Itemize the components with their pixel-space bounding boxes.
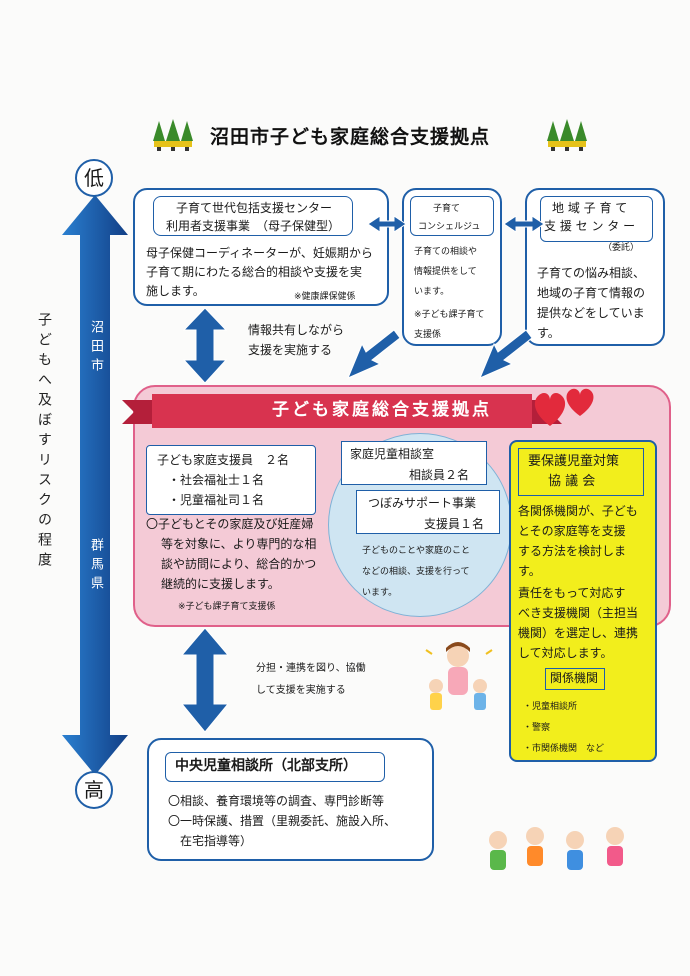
child-guidance-center-title: 中央児童相談所（北部支所） xyxy=(175,758,357,774)
regional-center-body-3: 提供などをしていま xyxy=(537,306,645,320)
regional-center-title xyxy=(540,196,653,242)
council-body-3: する方法を検討しま xyxy=(518,544,627,558)
risk-low-marker: 低 xyxy=(75,159,113,197)
staff-note: ※子ども課子育て支援係 xyxy=(178,602,276,612)
staff-body-4: 継続的に支援します。 xyxy=(161,577,280,591)
child-guidance-center-title-box xyxy=(165,752,385,782)
concierge-title-line1: 子育て xyxy=(433,204,461,214)
concierge-body-3: います。 xyxy=(414,287,450,297)
child-guidance-center-body-2: 〇一時保護、措置（里親委託、施設入所、 xyxy=(168,814,397,828)
council-title-line2: 協 議 会 xyxy=(548,474,596,489)
child-guidance-center-body-3: 在宅指導等） xyxy=(168,834,253,848)
staff-title: 子ども家庭支援員 ２名 xyxy=(157,453,290,467)
concierge-note-2: 支援係 xyxy=(414,330,442,340)
risk-scale-arrow xyxy=(62,195,128,775)
circle-body-2: などの相談、支援を行って xyxy=(362,567,470,577)
tree-logo-right-icon xyxy=(547,119,587,151)
staff-box xyxy=(146,445,316,515)
concierge-title xyxy=(410,196,494,236)
risk-high-marker: 高 xyxy=(75,771,113,809)
cooperate-text-1: 分担・連携を図り、協働 xyxy=(256,663,366,674)
staff-item-2: ・児童福祉司１名 xyxy=(168,493,265,507)
council-body-4: す。 xyxy=(518,564,541,578)
council-body-6: べき支援機関（主担当 xyxy=(518,606,639,620)
tsubomi-line2: 支援員１名 xyxy=(424,517,485,531)
family-illustration-icon xyxy=(425,642,493,710)
childcare-center-title-line1: 子育て世代包括支援センター xyxy=(176,201,333,215)
tsubomi-line1: つぼみサポート事業 xyxy=(368,496,477,510)
hub-banner-ribbon xyxy=(122,394,562,428)
related-label: 関係機関 xyxy=(550,671,599,685)
tsubomi-box xyxy=(356,490,500,534)
staff-item-1: ・社会福祉士１名 xyxy=(168,473,265,487)
family-room-box xyxy=(341,441,487,485)
concierge-body-1: 子育ての相談や xyxy=(414,247,478,257)
share-text-1: 情報共有しながら xyxy=(248,323,345,337)
child-guidance-center-body-1: 〇相談、養育環境等の調査、専門診断等 xyxy=(168,794,385,808)
concierge-note-1: ※子ども課子育て xyxy=(414,310,485,320)
council-body-8: して対応します。 xyxy=(518,646,613,660)
childcare-center-title-line2: 利用者支援事業 （母子保健型） xyxy=(166,219,341,233)
staff-body-3: 談や訪問により、総合的かつ xyxy=(161,557,317,571)
hearts-icon xyxy=(534,388,594,426)
council-title-line1: 要保護児童対策 xyxy=(528,454,620,469)
related-item-3: ・市関係機関 など xyxy=(523,744,605,754)
regional-center-title-line2: 支 援 セ ン タ ー xyxy=(544,219,636,233)
council-body-5: 責任をもって対応す xyxy=(518,586,626,600)
circle-body-3: います。 xyxy=(362,588,398,598)
council-body-2: とその家庭等を支援 xyxy=(518,524,626,538)
childcare-center-note: ※健康課保健係 xyxy=(294,292,356,302)
cooperate-text-2: して支援を実施する xyxy=(256,685,346,696)
risk-degree-label: 子どもへ及ぼすリスクの程度 xyxy=(36,312,52,572)
tree-logo-left-icon xyxy=(153,119,193,151)
childcare-center-body-1: 母子保健コーディネーターが、妊娠期から xyxy=(146,246,373,260)
concierge-body-2: 情報提供をして xyxy=(414,267,477,277)
council-body-1: 各関係機関が、子ども xyxy=(518,504,638,518)
regional-center-body-1: 子育ての悩み相談、 xyxy=(537,266,646,280)
staff-body-1: 〇子どもとその家庭及び妊産婦 xyxy=(146,517,314,531)
related-item-2: ・警察 xyxy=(523,723,551,733)
family-room-line1: 家庭児童相談室 xyxy=(350,447,435,461)
staff-body-2: 等を対象に、より専門的な相 xyxy=(161,537,317,551)
regional-center-body-2: 地域の子育て情報の xyxy=(537,286,646,300)
council-title-box xyxy=(518,448,644,496)
children-illustration-icon xyxy=(489,827,624,870)
share-text-2: 支援を実施する xyxy=(248,343,333,357)
council-body-7: 機関）を選定し、連携 xyxy=(518,626,639,640)
page-title: 沼田市子ども家庭総合支援拠点 xyxy=(210,126,491,148)
family-room-line2: 相談員２名 xyxy=(409,468,470,482)
hub-banner-title: 子ども家庭総合支援拠点 xyxy=(272,400,492,420)
circle-body-1: 子どものことや家庭のこと xyxy=(362,546,471,556)
related-item-1: ・児童相談所 xyxy=(523,702,578,712)
regional-center-title-line1: 地 域 子 育 て xyxy=(552,201,628,215)
related-label-box xyxy=(545,668,605,690)
childcare-center-title xyxy=(153,196,353,236)
childcare-center-body-3: 施します。 xyxy=(146,284,205,298)
left-org-label: 沼田市 xyxy=(88,320,103,377)
regional-center-body-4: す。 xyxy=(537,326,560,340)
regional-center-title-line3: （委託） xyxy=(603,243,640,253)
right-org-label: 群馬県 xyxy=(88,538,103,595)
childcare-center-body-2: 子育て期にわたる総合的相談や支援を実 xyxy=(146,265,363,279)
concierge-title-line2: コンシェルジュ xyxy=(418,222,481,232)
